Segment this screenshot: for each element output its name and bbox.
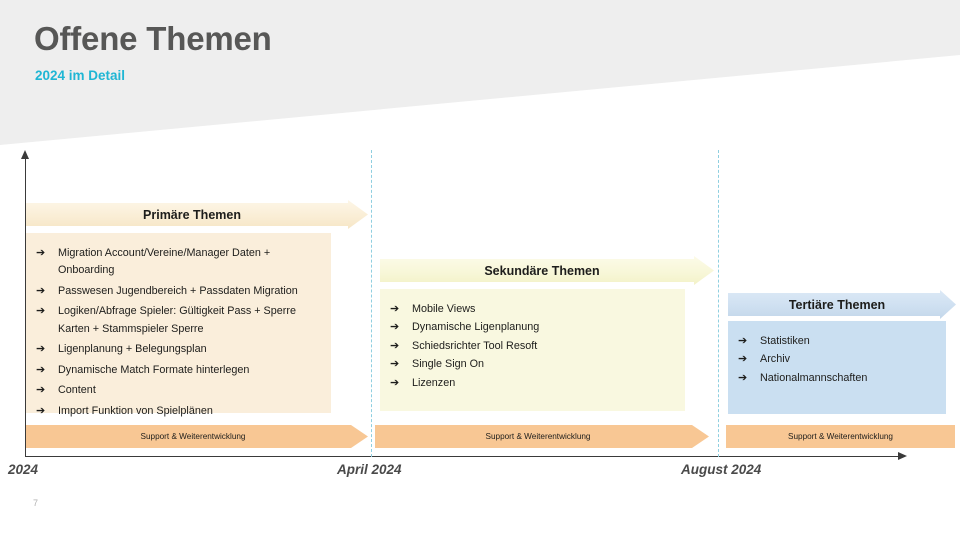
support-bar-tertiary-label: Support & Weiterentwicklung bbox=[788, 432, 893, 441]
list-item: ➔ Schiedsrichter Tool Resoft bbox=[390, 338, 675, 355]
list-item-label: Passwesen Jugendbereich + Passdaten Migr… bbox=[58, 284, 298, 297]
list-item-label: Content bbox=[58, 384, 96, 397]
y-axis-line bbox=[25, 158, 27, 457]
support-bar-secondary: Support & Weiterentwicklung bbox=[375, 425, 709, 448]
phase-header-primary: Primäre Themen bbox=[26, 200, 368, 229]
list-item-label: Migration Account/Vereine/Manager Daten … bbox=[58, 247, 271, 277]
list-item: ➔ Statistiken bbox=[738, 333, 936, 350]
list-item: ➔ Migration Account/Vereine/Manager Date… bbox=[36, 245, 321, 280]
arrow-bullet-icon: ➔ bbox=[390, 321, 400, 334]
support-bar-primary: Support & Weiterentwicklung bbox=[26, 425, 368, 448]
x-axis-arrow-icon bbox=[898, 452, 907, 460]
arrow-bullet-icon: ➔ bbox=[390, 339, 400, 352]
list-item: ➔ Nationalmannschaften bbox=[738, 370, 936, 387]
arrow-bullet-icon: ➔ bbox=[36, 363, 46, 376]
list-item-label: Lizenzen bbox=[412, 376, 456, 389]
arrow-bullet-icon: ➔ bbox=[36, 247, 46, 259]
axis-label-april-2024: April 2024 bbox=[337, 462, 402, 477]
page-title: Offene Themen bbox=[34, 20, 272, 57]
list-item-label: Logiken/Abfrage Spieler: Gültigkeit Pass… bbox=[58, 305, 296, 335]
arrow-bullet-icon: ➔ bbox=[36, 343, 46, 356]
arrow-bullet-icon: ➔ bbox=[390, 376, 400, 389]
timeline-divider-april bbox=[371, 150, 372, 457]
list-item-label: Ligenplanung + Belegungsplan bbox=[58, 343, 207, 356]
y-axis-arrow-icon bbox=[20, 150, 29, 159]
list-item: ➔ Dynamische Ligenplanung bbox=[390, 319, 675, 336]
list-item: ➔ Mobile Views bbox=[390, 301, 675, 318]
list-item: ➔ Archiv bbox=[738, 351, 936, 368]
phase-body-secondary: ➔ Mobile Views ➔ Dynamische Ligenplanung… bbox=[380, 289, 685, 411]
arrow-bullet-icon: ➔ bbox=[738, 353, 748, 366]
axis-label-august-2024: August 2024 bbox=[681, 462, 762, 477]
support-bar-secondary-label: Support & Weiterentwicklung bbox=[485, 432, 591, 441]
phase-body-tertiary: ➔ Statistiken ➔ Archiv ➔ Nationalmannsch… bbox=[728, 321, 946, 414]
list-item: ➔ Dynamische Match Formate hinterlegen bbox=[36, 362, 321, 379]
arrow-bullet-icon: ➔ bbox=[738, 371, 748, 384]
list-item-label: Dynamische Ligenplanung bbox=[412, 321, 540, 334]
list-item-label: Import Funktion von Spielplänen bbox=[58, 404, 213, 417]
phase-body-primary: ➔ Migration Account/Vereine/Manager Date… bbox=[26, 233, 331, 417]
list-item: ➔ Import Funktion von Spielplänen bbox=[36, 403, 321, 420]
list-item: ➔ Single Sign On bbox=[390, 356, 675, 373]
phase-header-tertiary: Tertiäre Themen bbox=[728, 290, 956, 319]
page-subtitle: 2024 im Detail bbox=[35, 68, 126, 83]
list-item: ➔ Passwesen Jugendbereich + Passdaten Mi… bbox=[36, 283, 321, 300]
list-item-label: Mobile Views bbox=[412, 303, 476, 315]
x-axis-line bbox=[25, 456, 905, 458]
list-item: ➔ Lizenzen bbox=[390, 375, 675, 392]
list-item-label: Single Sign On bbox=[412, 358, 485, 371]
timeline-divider-august bbox=[718, 150, 719, 457]
arrow-bullet-icon: ➔ bbox=[36, 284, 46, 297]
list-item-label: Nationalmannschaften bbox=[760, 371, 868, 384]
list-item-label: Statistiken bbox=[760, 335, 810, 347]
arrow-bullet-icon: ➔ bbox=[390, 358, 400, 371]
list-item: ➔ Logiken/Abfrage Spieler: Gültigkeit Pa… bbox=[36, 303, 321, 338]
arrow-bullet-icon: ➔ bbox=[36, 305, 46, 318]
phase-header-secondary: Sekundäre Themen bbox=[380, 256, 714, 285]
support-bar-primary-label: Support & Weiterentwicklung bbox=[140, 432, 246, 441]
arrow-bullet-icon: ➔ bbox=[390, 303, 400, 315]
phase-header-secondary-label: Sekundäre Themen bbox=[484, 263, 600, 278]
phase-header-tertiary-label: Tertiäre Themen bbox=[788, 297, 886, 312]
arrow-bullet-icon: ➔ bbox=[36, 404, 46, 417]
axis-label-2024: 2024 bbox=[8, 462, 39, 477]
list-item-label: Archiv bbox=[760, 353, 790, 366]
list-item-label: Dynamische Match Formate hinterlegen bbox=[58, 363, 250, 376]
arrow-bullet-icon: ➔ bbox=[738, 335, 748, 347]
page-number: 7 bbox=[33, 498, 39, 508]
arrow-bullet-icon: ➔ bbox=[36, 384, 46, 397]
list-item: ➔ Ligenplanung + Belegungsplan bbox=[36, 341, 321, 358]
phase-header-primary-label: Primäre Themen bbox=[143, 207, 241, 222]
support-bar-tertiary: Support & Weiterentwicklung bbox=[726, 425, 955, 448]
list-item-label: Schiedsrichter Tool Resoft bbox=[412, 339, 538, 352]
list-item: ➔ Content bbox=[36, 382, 321, 399]
